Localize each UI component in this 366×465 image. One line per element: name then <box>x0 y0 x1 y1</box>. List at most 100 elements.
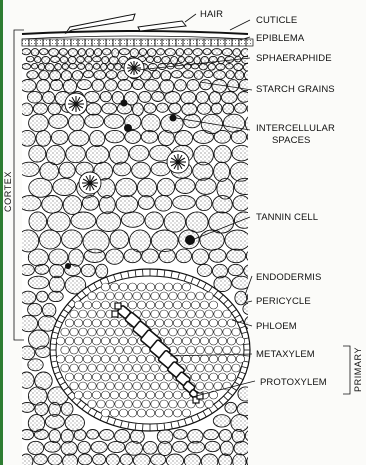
parenchyma-cell <box>144 80 159 92</box>
parenchyma-cell <box>235 71 244 80</box>
epiblema-cell <box>78 39 85 46</box>
stele-cell <box>83 301 91 309</box>
parenchyma-cell <box>97 212 121 232</box>
parenchyma-cell <box>49 276 64 292</box>
parenchyma-cell <box>78 63 85 69</box>
stele-cell <box>218 319 226 327</box>
stele-cell <box>187 346 195 354</box>
stele-cell <box>151 364 159 372</box>
stele-cell <box>83 355 91 363</box>
stele-cell <box>160 382 168 390</box>
sphaeraphide-crystal <box>79 172 101 194</box>
stele-cell <box>164 391 172 399</box>
sphaeraphide-crystal <box>124 58 144 78</box>
stele-cell <box>119 391 127 399</box>
sphaeraphide-crystal <box>167 151 189 173</box>
parenchyma-cell <box>100 91 111 101</box>
parenchyma-cell <box>194 71 203 80</box>
parenchyma-cell <box>45 441 61 452</box>
stele-cell <box>173 301 181 309</box>
stele-cell <box>106 382 114 390</box>
parenchyma-cell <box>102 103 117 114</box>
stele-cell <box>115 364 123 372</box>
stele-cell <box>200 319 208 327</box>
stele-cell <box>173 337 181 345</box>
parenchyma-cell <box>34 454 48 465</box>
stele-cell <box>74 355 82 363</box>
parenchyma-cell <box>157 49 165 55</box>
stele-cell <box>133 364 141 372</box>
stele-cell <box>142 310 150 318</box>
stele-cell <box>79 328 87 336</box>
parenchyma-cell <box>242 56 250 63</box>
stele-cell <box>227 373 235 381</box>
parenchyma-cell <box>115 64 122 71</box>
parenchyma-cell <box>250 196 269 210</box>
stele-cell <box>88 346 96 354</box>
parenchyma-cell <box>219 454 232 465</box>
parenchyma-cell <box>235 103 247 113</box>
epiblema-cell <box>134 39 141 46</box>
parenchyma-cell <box>219 430 231 442</box>
parenchyma-cell <box>116 178 137 196</box>
parenchyma-cell <box>184 49 192 55</box>
stele-cell <box>137 373 145 381</box>
label-tannin-cell: TANNIN CELL <box>256 212 318 223</box>
stele-cell <box>106 400 114 408</box>
parenchyma-cell <box>157 103 169 112</box>
stele-cell <box>191 337 199 345</box>
parenchyma-cell <box>212 80 227 93</box>
parenchyma-cell <box>129 145 149 161</box>
stele-cell <box>214 328 222 336</box>
epiblema-cell <box>106 39 113 46</box>
parenchyma-cell <box>19 130 35 146</box>
parenchyma-cell <box>157 178 174 195</box>
parenchyma-cell <box>35 402 48 415</box>
parenchyma-cell <box>147 49 156 57</box>
parenchyma-cell <box>201 454 218 465</box>
stele-cell <box>142 364 150 372</box>
parenchyma-cell <box>142 249 159 263</box>
parenchyma-cell <box>51 56 60 62</box>
stele-cell <box>133 346 141 354</box>
stele-cell <box>155 391 163 399</box>
stele-cell <box>137 301 145 309</box>
label-cuticle: CUTICLE <box>256 15 297 26</box>
parenchyma-cell <box>82 196 98 211</box>
stele-cell <box>173 409 181 417</box>
stele-cell <box>205 346 213 354</box>
parenchyma-cell <box>49 114 68 128</box>
epiblema-cell <box>225 39 232 46</box>
tannin-cell <box>185 235 195 245</box>
parenchyma-cell <box>139 49 146 56</box>
parenchyma-cell <box>19 162 39 176</box>
stele-cell <box>110 409 118 417</box>
parenchyma-cell <box>162 56 170 63</box>
stele-cell <box>70 364 78 372</box>
label-metaxylem: METAXYLEM <box>256 349 315 360</box>
stele-cell <box>101 409 109 417</box>
parenchyma-cell <box>234 64 243 71</box>
parenchyma-cell <box>35 56 41 62</box>
parenchyma-cell <box>104 114 124 128</box>
stele-cell <box>124 364 132 372</box>
parenchyma-cell <box>40 162 59 180</box>
parenchyma-cell <box>154 56 161 62</box>
stele-cell <box>209 337 217 345</box>
epiblema-cell <box>246 39 253 46</box>
stele-cell <box>110 283 118 291</box>
epiblema-cell <box>50 39 57 46</box>
parenchyma-cell <box>63 80 76 94</box>
stele-cell <box>169 328 177 336</box>
stele-cell <box>106 328 114 336</box>
stele-cell <box>133 382 141 390</box>
stele-cell <box>110 355 118 363</box>
stele-cell <box>205 328 213 336</box>
stele-cell <box>142 400 150 408</box>
parenchyma-cell <box>230 162 251 181</box>
parenchyma-cell <box>45 63 54 71</box>
parenchyma-cell <box>247 103 260 114</box>
parenchyma-cell <box>193 162 213 180</box>
stele-cell <box>92 355 100 363</box>
stele-cell <box>128 409 136 417</box>
